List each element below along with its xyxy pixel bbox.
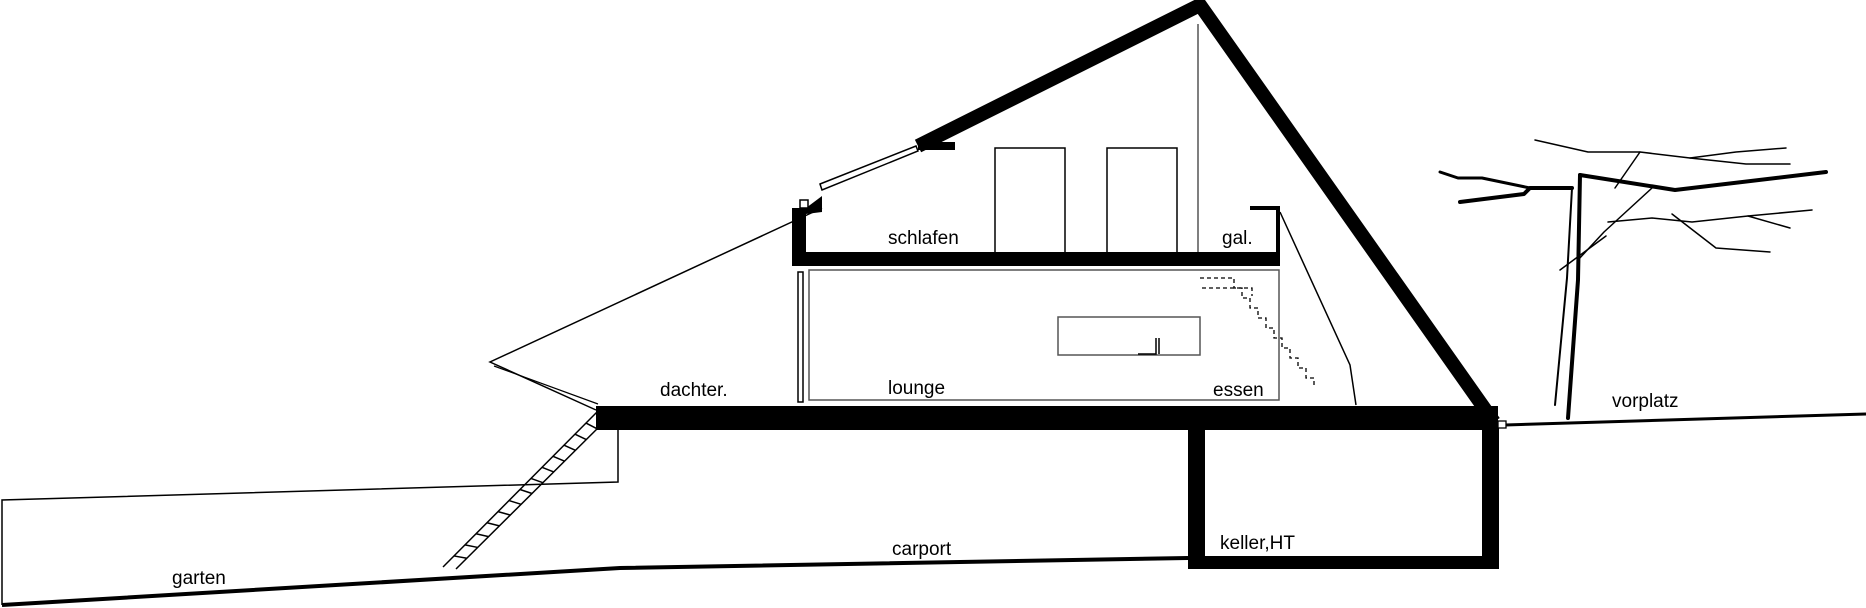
label-essen: essen: [1213, 380, 1264, 401]
roof-underside-line-2: [493, 365, 599, 405]
tree-branch-h: [1559, 235, 1607, 271]
upper-floor-wall-left: [792, 208, 806, 266]
basement: [1188, 428, 1499, 569]
label-carport: carport: [892, 539, 952, 560]
label-garten: garten: [172, 568, 226, 589]
label-lounge: lounge: [888, 378, 945, 399]
stair-rung: [486, 521, 500, 527]
stair-rung: [552, 455, 565, 462]
roof-lip: [918, 142, 955, 150]
basement-wall-right: [1482, 428, 1499, 568]
slab-edge-left: [596, 406, 620, 430]
skylight: [819, 145, 919, 191]
stair-rung: [475, 533, 489, 538]
living-room-outline: [808, 269, 1280, 401]
stair-rung: [574, 433, 587, 441]
room-labels: schlafen gal. dachter. lounge essen vorp…: [172, 228, 1679, 589]
stair-rungs: [453, 422, 598, 559]
tree-branch-b: [1639, 151, 1791, 165]
label-roof-terrace: dachter.: [660, 380, 728, 401]
glazing-left: [797, 271, 804, 403]
garden-stair: [442, 411, 609, 570]
upper-wall-top: [806, 196, 822, 214]
tree: [1438, 139, 1828, 420]
tree-trunk-2: [1554, 187, 1573, 406]
stair-rung: [519, 488, 533, 495]
tree-branch-a: [1534, 139, 1641, 189]
tree-trunk: [1566, 173, 1582, 420]
basement-floor: [1188, 556, 1499, 569]
hidden-stair-landing: [1202, 287, 1253, 296]
tree-branch-d: [1607, 209, 1813, 223]
roof-outline: [914, 0, 1500, 427]
basement-wall-left: [1188, 428, 1205, 568]
stair-rung: [508, 499, 522, 506]
wardrobe-1: [994, 147, 1066, 254]
small-window-mark: [799, 199, 809, 209]
tree-main-branch-left: [1458, 186, 1574, 204]
label-gallery: gal.: [1222, 228, 1253, 249]
tree-main-branch-right: [1578, 170, 1828, 192]
upper-floor-slab: [792, 252, 1280, 266]
hidden-stair-profile: [1200, 277, 1315, 388]
gallery-railing: [1250, 206, 1280, 254]
stair-rung: [541, 466, 554, 473]
tree-branch-f: [1747, 215, 1791, 229]
garden-wall-outline: [1, 430, 619, 605]
ground-floor-slab: [596, 406, 1498, 430]
ground-floor-interior: [797, 211, 1357, 406]
stair-rung: [497, 510, 511, 516]
roof: [488, 0, 1500, 427]
kitchen-counter: [1057, 316, 1201, 356]
tree-main-branch-left-2: [1438, 170, 1532, 190]
terrain: [1, 412, 1866, 607]
hidden-stair-lines: [1200, 277, 1315, 388]
label-keller: keller,HT: [1220, 533, 1295, 554]
kitchen-tap: [1138, 338, 1157, 355]
stair-rung: [530, 477, 544, 484]
stair-rung: [563, 444, 576, 452]
label-schlafen: schlafen: [888, 228, 959, 249]
label-vorplatz: vorplatz: [1612, 391, 1679, 412]
tree-branch-c: [1689, 147, 1787, 159]
stair-rung: [464, 544, 478, 549]
forecourt-ground-line: [1504, 412, 1866, 427]
stair-rung: [585, 422, 598, 430]
stair-rung: [453, 555, 467, 559]
tree-branch-e: [1671, 213, 1771, 253]
upper-floor: [792, 147, 1280, 266]
stair-guide-line: [1279, 211, 1357, 406]
wardrobe-2: [1106, 147, 1178, 254]
roof-underside-line: [488, 207, 823, 411]
gutter-detail: [1497, 420, 1507, 429]
garden-ground-line: [1, 556, 1189, 607]
